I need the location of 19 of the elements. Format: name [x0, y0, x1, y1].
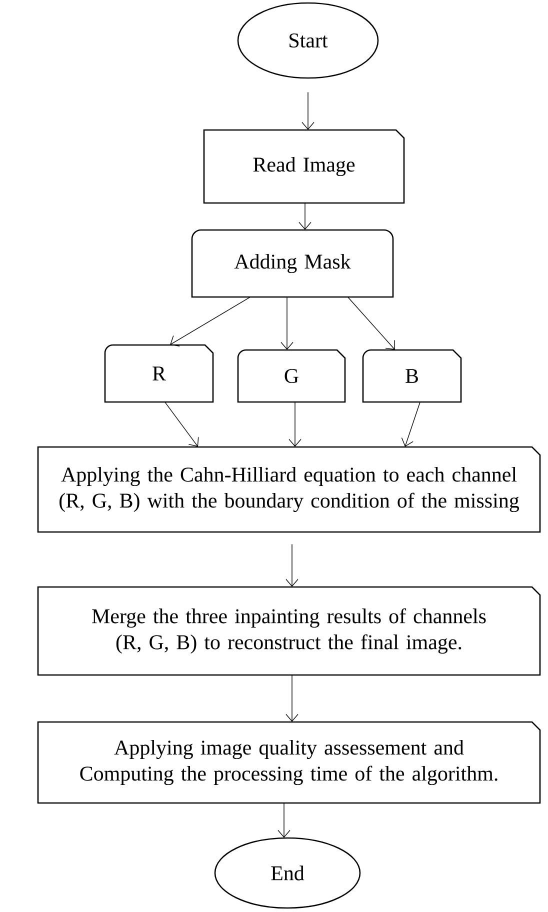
- process-box: Applying the Cahn-Hilliard equation to each channel (R, G, B) with the boundary condition of the missing: [37, 446, 541, 533]
- arrow: [170, 296, 250, 346]
- arrow: [348, 296, 395, 350]
- arrow: [286, 544, 298, 587]
- arrow: [280, 296, 294, 350]
- arrow: [298, 202, 312, 230]
- arrow: [278, 802, 290, 838]
- channel-box: R: [104, 344, 214, 403]
- arrow: [288, 402, 302, 447]
- process-box: Applying image quality assessement and Computing the processing time of the algorithm.: [37, 721, 541, 804]
- channel-box: G: [237, 349, 346, 403]
- process-box: Adding Mask: [191, 229, 394, 298]
- arrow: [164, 402, 199, 447]
- arrow: [286, 674, 298, 722]
- arrow: [302, 92, 314, 130]
- channel-box: B: [362, 349, 462, 403]
- arrow: [401, 402, 420, 447]
- process-box: Read Image: [203, 129, 405, 204]
- process-box: Merge the three inpainting results of channels (R, G, B) to reconstruct the final image.: [37, 586, 541, 676]
